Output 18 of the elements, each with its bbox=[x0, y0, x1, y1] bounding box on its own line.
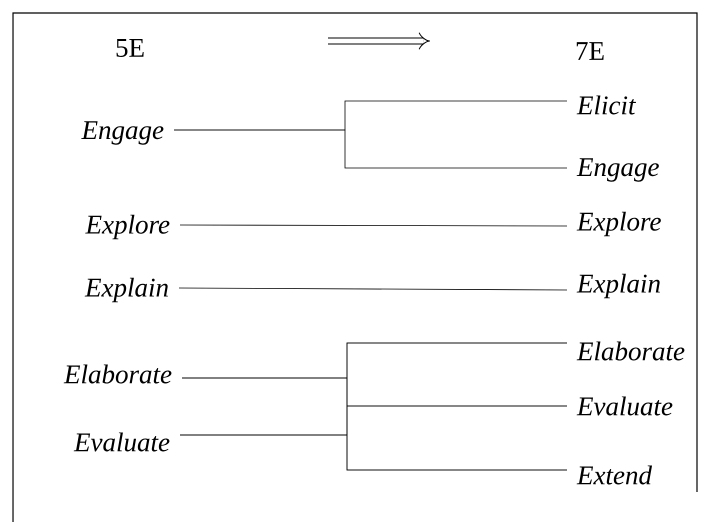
stage-label: Elaborate bbox=[576, 341, 684, 360]
stage-label: Engage bbox=[576, 158, 659, 182]
stage-label: Extend bbox=[576, 465, 652, 484]
heading-text: 7E bbox=[576, 42, 604, 60]
stage-label: Evaluate bbox=[74, 432, 170, 452]
connector-line bbox=[180, 224, 568, 226]
stage-label: Explain bbox=[84, 278, 168, 302]
connector-line bbox=[178, 288, 568, 290]
stage-label: Elaborate bbox=[64, 364, 172, 384]
stage-label: Explore bbox=[85, 214, 170, 240]
stage-label: Elicit bbox=[576, 96, 636, 114]
connector-line bbox=[174, 130, 568, 168]
connector-line bbox=[180, 434, 568, 470]
stage-label: Engage bbox=[81, 121, 164, 145]
stage-label: Explore bbox=[576, 212, 661, 236]
stage-label: Evaluate bbox=[576, 396, 672, 416]
heading-text: 5E bbox=[116, 39, 144, 57]
stage-label: Explain bbox=[576, 274, 660, 298]
